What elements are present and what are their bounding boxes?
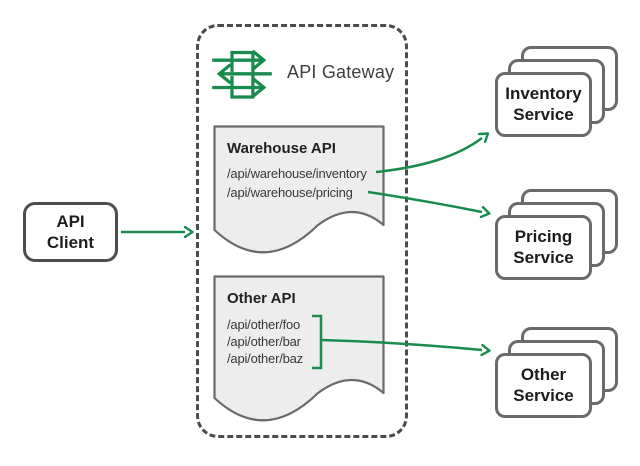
route-other-baz: /api/other/baz [227, 351, 303, 366]
warehouse-api-routes: /api/warehouse/inventory /api/warehouse/… [227, 164, 385, 202]
api-gateway-container: API Gateway Warehouse API /api/warehouse… [196, 24, 408, 438]
route-warehouse-pricing: /api/warehouse/pricing [227, 185, 353, 200]
api-gateway-title: API Gateway [287, 61, 395, 82]
pricing-service-stack: Pricing Service [495, 189, 618, 280]
document-shape [213, 275, 385, 422]
document-shape [213, 125, 385, 254]
other-api-title: Other API [227, 290, 296, 307]
other-api-doc: Other API /api/other/foo /api/other/bar … [213, 275, 385, 425]
api-gateway-icon [212, 45, 272, 99]
other-service-card: Other Service [495, 353, 592, 418]
pricing-service-card: Pricing Service [495, 215, 592, 280]
other-service-stack: Other Service [495, 327, 618, 418]
other-api-routes: /api/other/foo /api/other/bar /api/other… [227, 316, 385, 367]
inventory-service-card: Inventory Service [495, 72, 592, 137]
warehouse-api-title: Warehouse API [227, 140, 336, 157]
route-other-foo: /api/other/foo [227, 317, 301, 332]
route-other-bar: /api/other/bar [227, 334, 301, 349]
route-warehouse-inventory: /api/warehouse/inventory [227, 166, 367, 181]
api-client-box: API Client [23, 202, 118, 262]
warehouse-api-doc: Warehouse API /api/warehouse/inventory /… [213, 125, 385, 257]
inventory-service-stack: Inventory Service [495, 46, 618, 137]
api-gateway-header: API Gateway [212, 45, 394, 99]
